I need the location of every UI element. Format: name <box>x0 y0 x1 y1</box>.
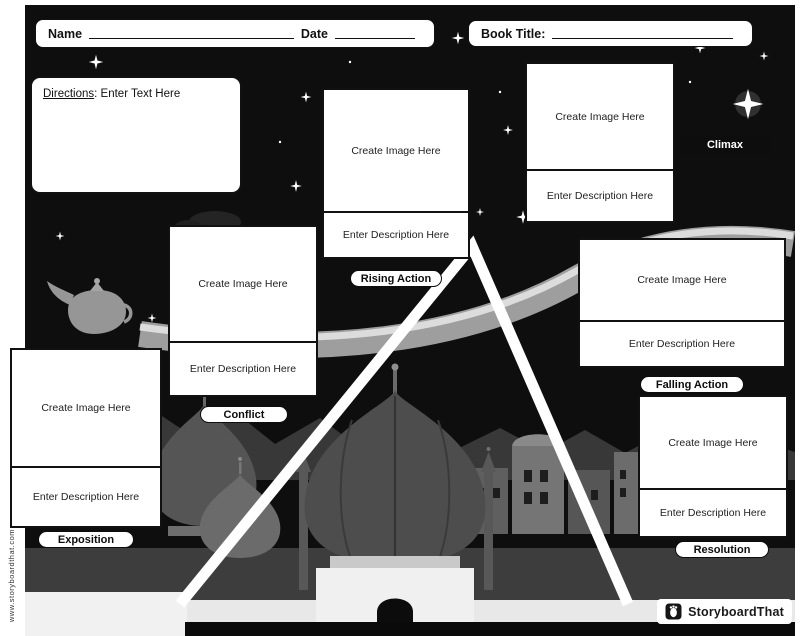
resolution-frame: Create Image Here Enter Description Here <box>638 395 788 538</box>
book-title-input-line[interactable] <box>552 38 733 39</box>
storyboardthat-logo-icon <box>665 603 682 620</box>
left-wall <box>25 592 187 636</box>
storyboardthat-brand-name: StoryboardThat <box>688 604 784 619</box>
resolution-label: Resolution <box>675 541 769 558</box>
exposition-label: Exposition <box>38 531 134 548</box>
exposition-frame: Create Image Here Enter Description Here <box>10 348 162 528</box>
book-title-box: Book Title: <box>468 20 753 47</box>
rising-action-description-placeholder[interactable]: Enter Description Here <box>342 229 450 241</box>
climax-label: Climax <box>680 136 770 153</box>
falling-action-image-placeholder[interactable]: Create Image Here <box>580 240 784 322</box>
name-label: Name <box>48 26 83 41</box>
conflict-description-placeholder[interactable]: Enter Description Here <box>189 363 297 375</box>
left-domes <box>151 386 281 558</box>
climax-image-placeholder[interactable]: Create Image Here <box>527 64 673 171</box>
date-label: Date <box>300 26 328 41</box>
falling-action-frame: Create Image Here Enter Description Here <box>578 238 786 368</box>
conflict-label: Conflict <box>200 406 288 423</box>
name-date-box: Name Date <box>35 19 435 48</box>
climax-description-placeholder[interactable]: Enter Description Here <box>546 190 654 202</box>
genie-lamp-icon <box>47 278 133 334</box>
rising-action-frame: Create Image Here Enter Description Here <box>322 88 470 259</box>
climax-frame: Create Image Here Enter Description Here <box>525 62 675 223</box>
directions-box[interactable]: Directions: Enter Text Here <box>30 76 242 194</box>
name-input-line[interactable] <box>89 38 294 39</box>
directions-heading: Directions <box>43 88 95 100</box>
rising-action-image-placeholder[interactable]: Create Image Here <box>324 90 468 213</box>
conflict-image-placeholder[interactable]: Create Image Here <box>170 227 316 343</box>
resolution-image-placeholder[interactable]: Create Image Here <box>640 397 786 490</box>
exposition-image-placeholder[interactable]: Create Image Here <box>12 350 160 468</box>
conflict-frame: Create Image Here Enter Description Here <box>168 225 318 397</box>
plot-diagram-line <box>175 235 634 608</box>
falling-action-label: Falling Action <box>640 376 744 393</box>
website-url: www.storyboardthat.com <box>7 528 16 622</box>
date-input-line[interactable] <box>335 38 415 39</box>
book-title-label: Book Title: <box>481 26 546 41</box>
falling-action-description-placeholder[interactable]: Enter Description Here <box>628 338 736 350</box>
exposition-description-placeholder[interactable]: Enter Description Here <box>32 491 140 503</box>
resolution-description-placeholder[interactable]: Enter Description Here <box>659 507 767 519</box>
directions-text: : Enter Text Here <box>94 88 181 100</box>
central-dome <box>304 363 486 636</box>
plot-mountain-line <box>175 235 634 608</box>
rising-action-label: Rising Action <box>350 270 442 287</box>
ground-bar <box>185 622 795 636</box>
storyboardthat-logo[interactable]: StoryboardThat <box>657 599 792 624</box>
